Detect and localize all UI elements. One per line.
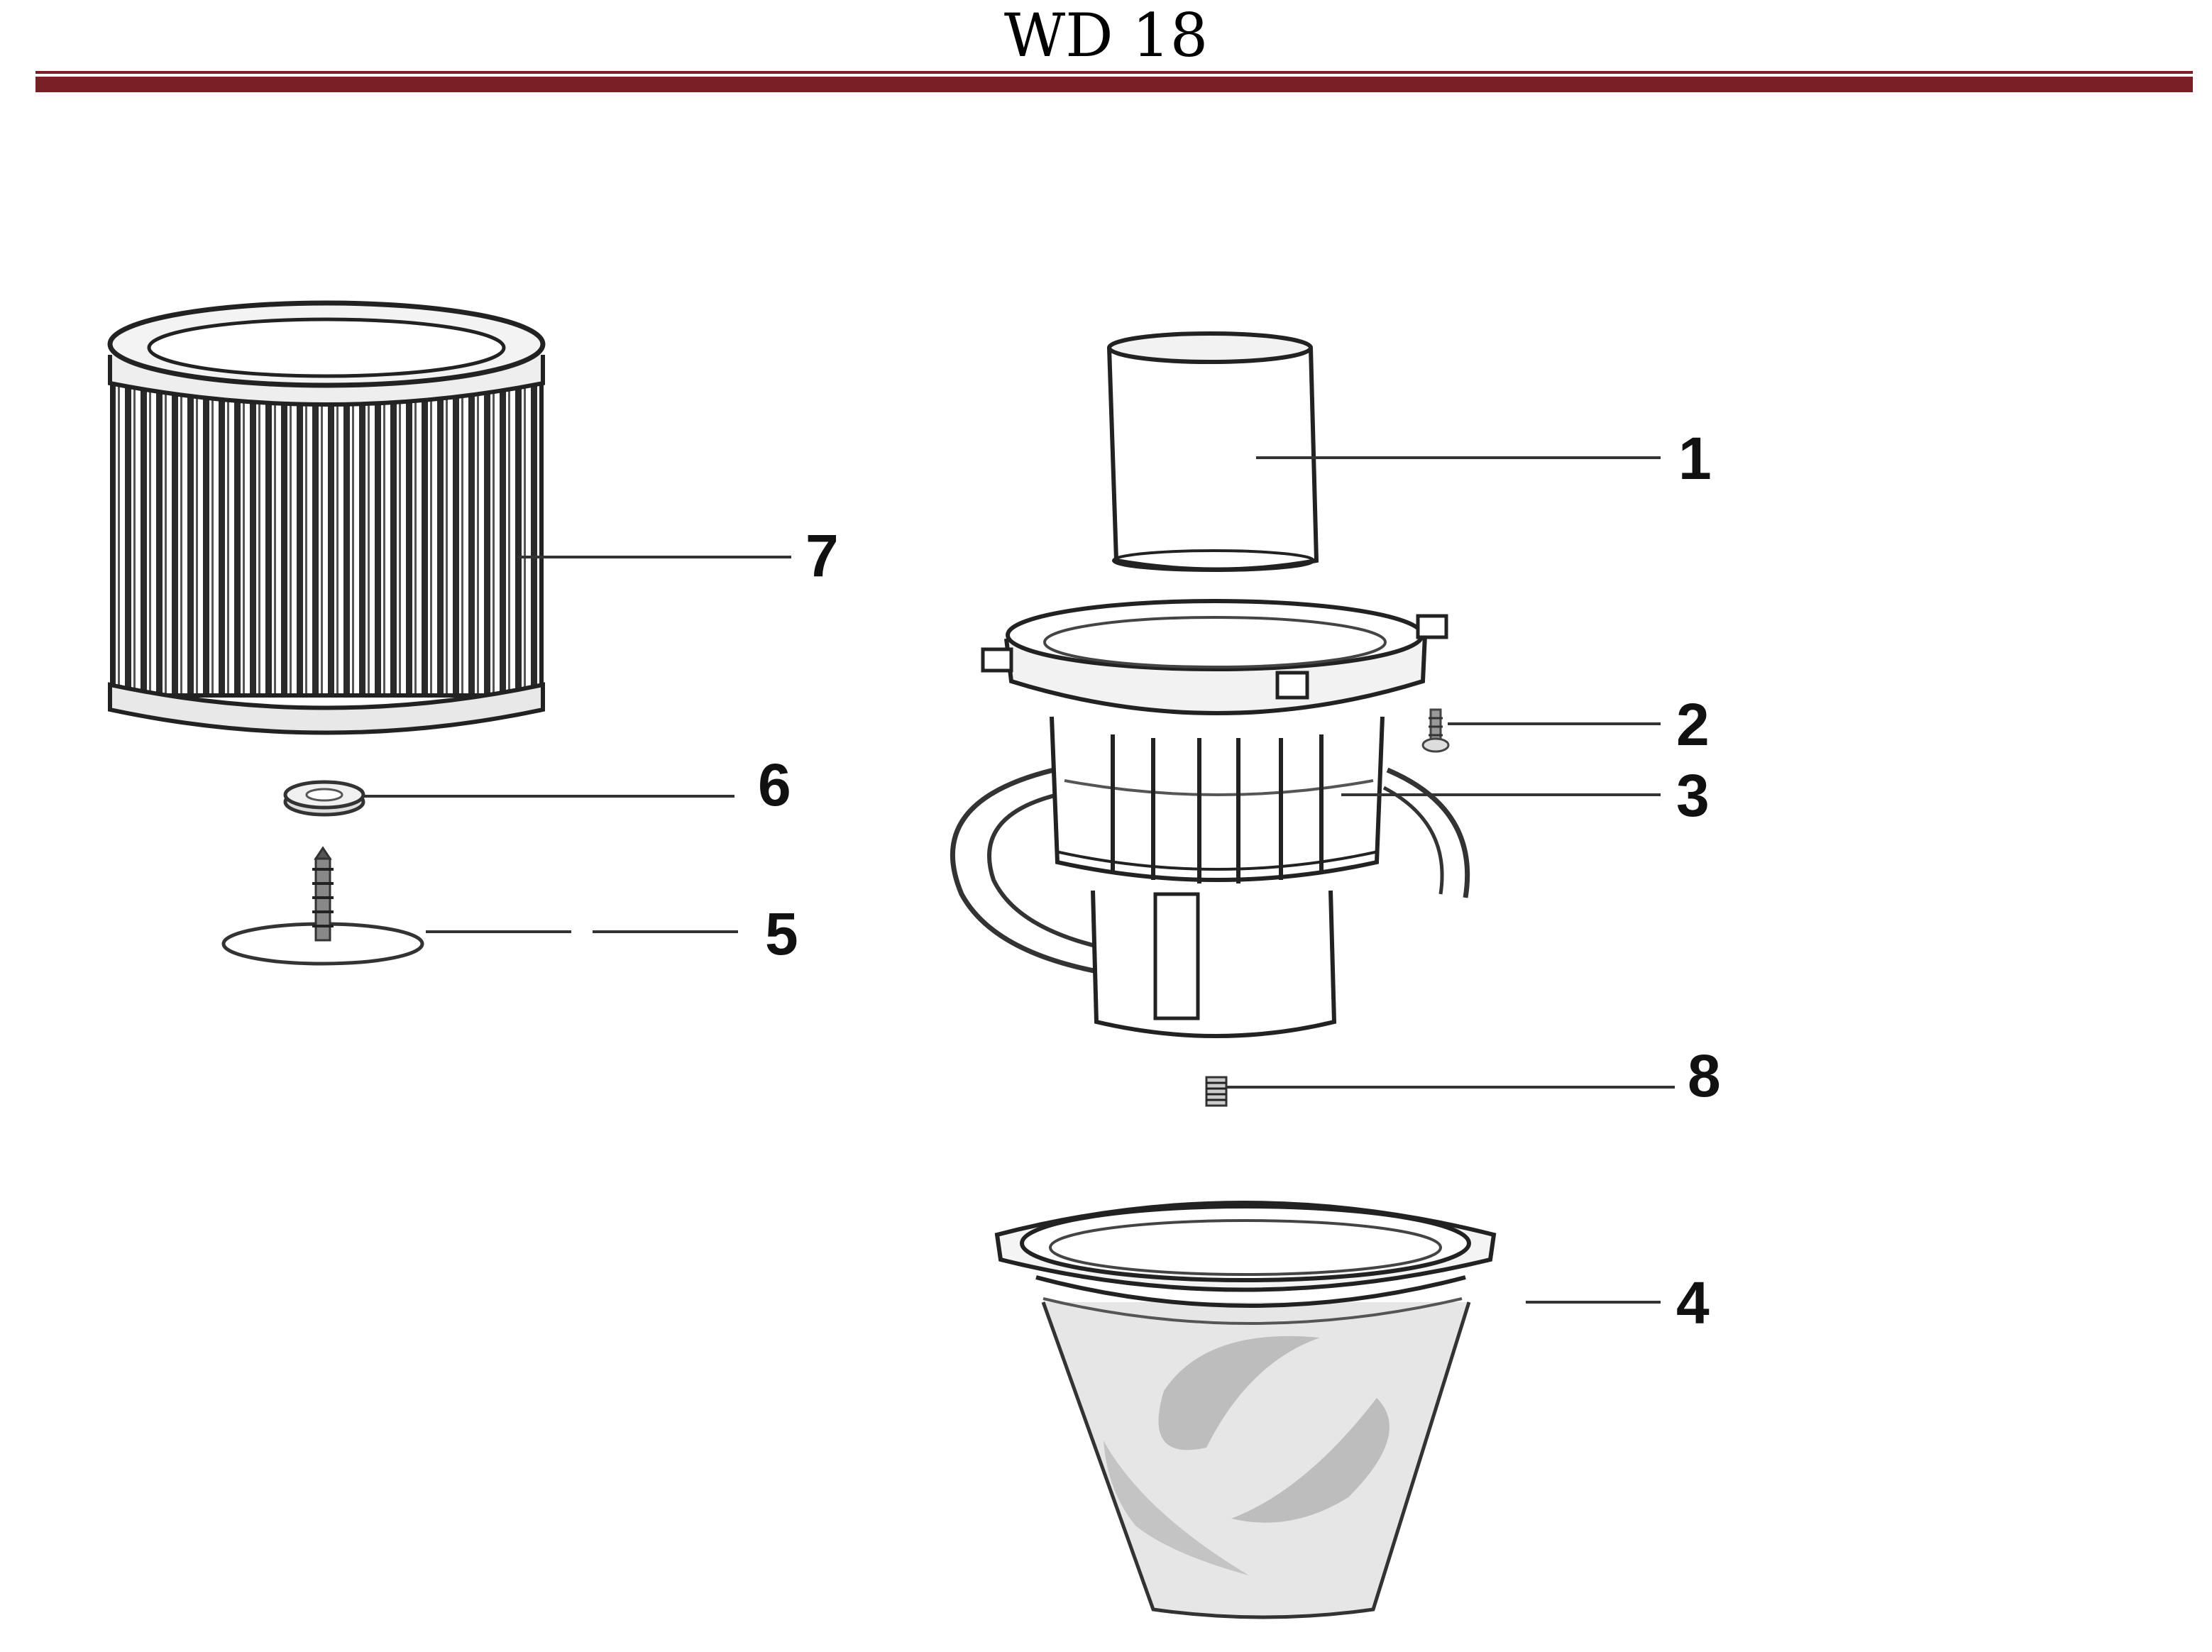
page-title: WD 18 — [1003, 1, 1209, 70]
part-number-1: 1 — [1678, 425, 1712, 492]
motor-filter-cover-icon — [1107, 331, 1319, 572]
dust-bag-icon — [994, 1201, 1497, 1619]
filter-plate-bolt-icon — [221, 846, 424, 966]
part-number-2: 2 — [1676, 691, 1710, 758]
part-number-6: 6 — [758, 751, 791, 818]
leader-lines — [363, 456, 1675, 1304]
cartridge-filter-icon — [107, 300, 546, 735]
spring-icon — [1205, 1076, 1228, 1107]
part-number-4: 4 — [1676, 1270, 1710, 1336]
part-number-7: 7 — [805, 522, 839, 589]
screw-icon — [1421, 708, 1450, 753]
part-number-8: 8 — [1688, 1042, 1721, 1109]
header-rule — [35, 77, 2193, 92]
part-number-3: 3 — [1676, 762, 1710, 829]
header-rule-thin — [35, 71, 2193, 74]
nut-icon — [283, 780, 365, 817]
filter-cage-icon — [950, 599, 1470, 1038]
part-number-5: 5 — [765, 901, 798, 967]
